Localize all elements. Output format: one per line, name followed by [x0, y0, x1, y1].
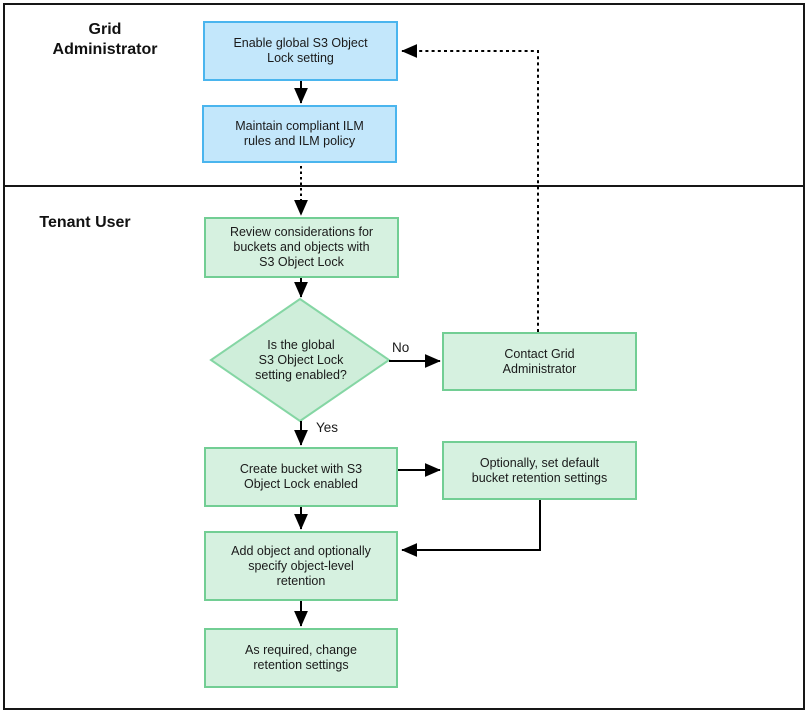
arrow-contact-to-enable-dashed	[401, 44, 539, 332]
edge-label-no: No	[392, 340, 410, 355]
lane-label-tenant-user: Tenant User	[39, 214, 131, 231]
lane-label-grid-administrator: Grid Administrator	[52, 21, 158, 58]
node-maintain-compliant-ilm: Maintain compliant ILM rules and ILM pol…	[202, 105, 397, 163]
node-change-retention: As required, change retention settings	[204, 628, 398, 688]
node-review-considerations: Review considerations for buckets and ob…	[204, 217, 399, 278]
edge-label-yes: Yes	[316, 420, 339, 435]
node-contact-grid-administrator: Contact Grid Administrator	[442, 332, 637, 391]
diagram-frame	[3, 3, 805, 710]
arrow-optional-to-add	[401, 500, 541, 557]
node-decision-is-setting-enabled: Is the global S3 Object Lock setting ena…	[255, 337, 347, 382]
node-create-bucket: Create bucket with S3 Object Lock enable…	[204, 447, 398, 507]
node-add-object: Add object and optionally specify object…	[204, 531, 398, 601]
node-set-default-retention: Optionally, set default bucket retention…	[442, 441, 637, 500]
node-enable-global-s3-object-lock: Enable global S3 Object Lock setting	[203, 21, 398, 81]
